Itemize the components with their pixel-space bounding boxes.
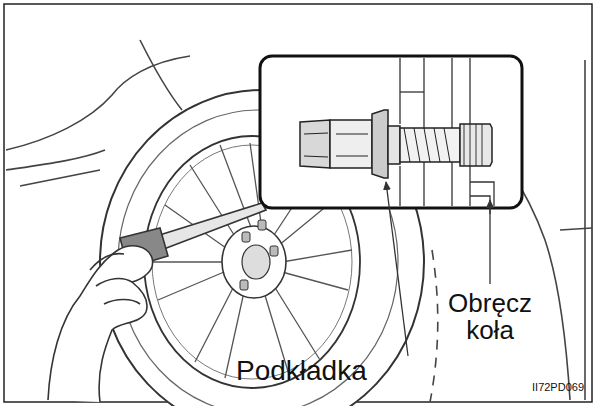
figure-code: II72PD069: [500, 382, 584, 394]
part-label: Obręcz koła: [432, 290, 548, 345]
part-label: Podkładka: [236, 356, 436, 385]
